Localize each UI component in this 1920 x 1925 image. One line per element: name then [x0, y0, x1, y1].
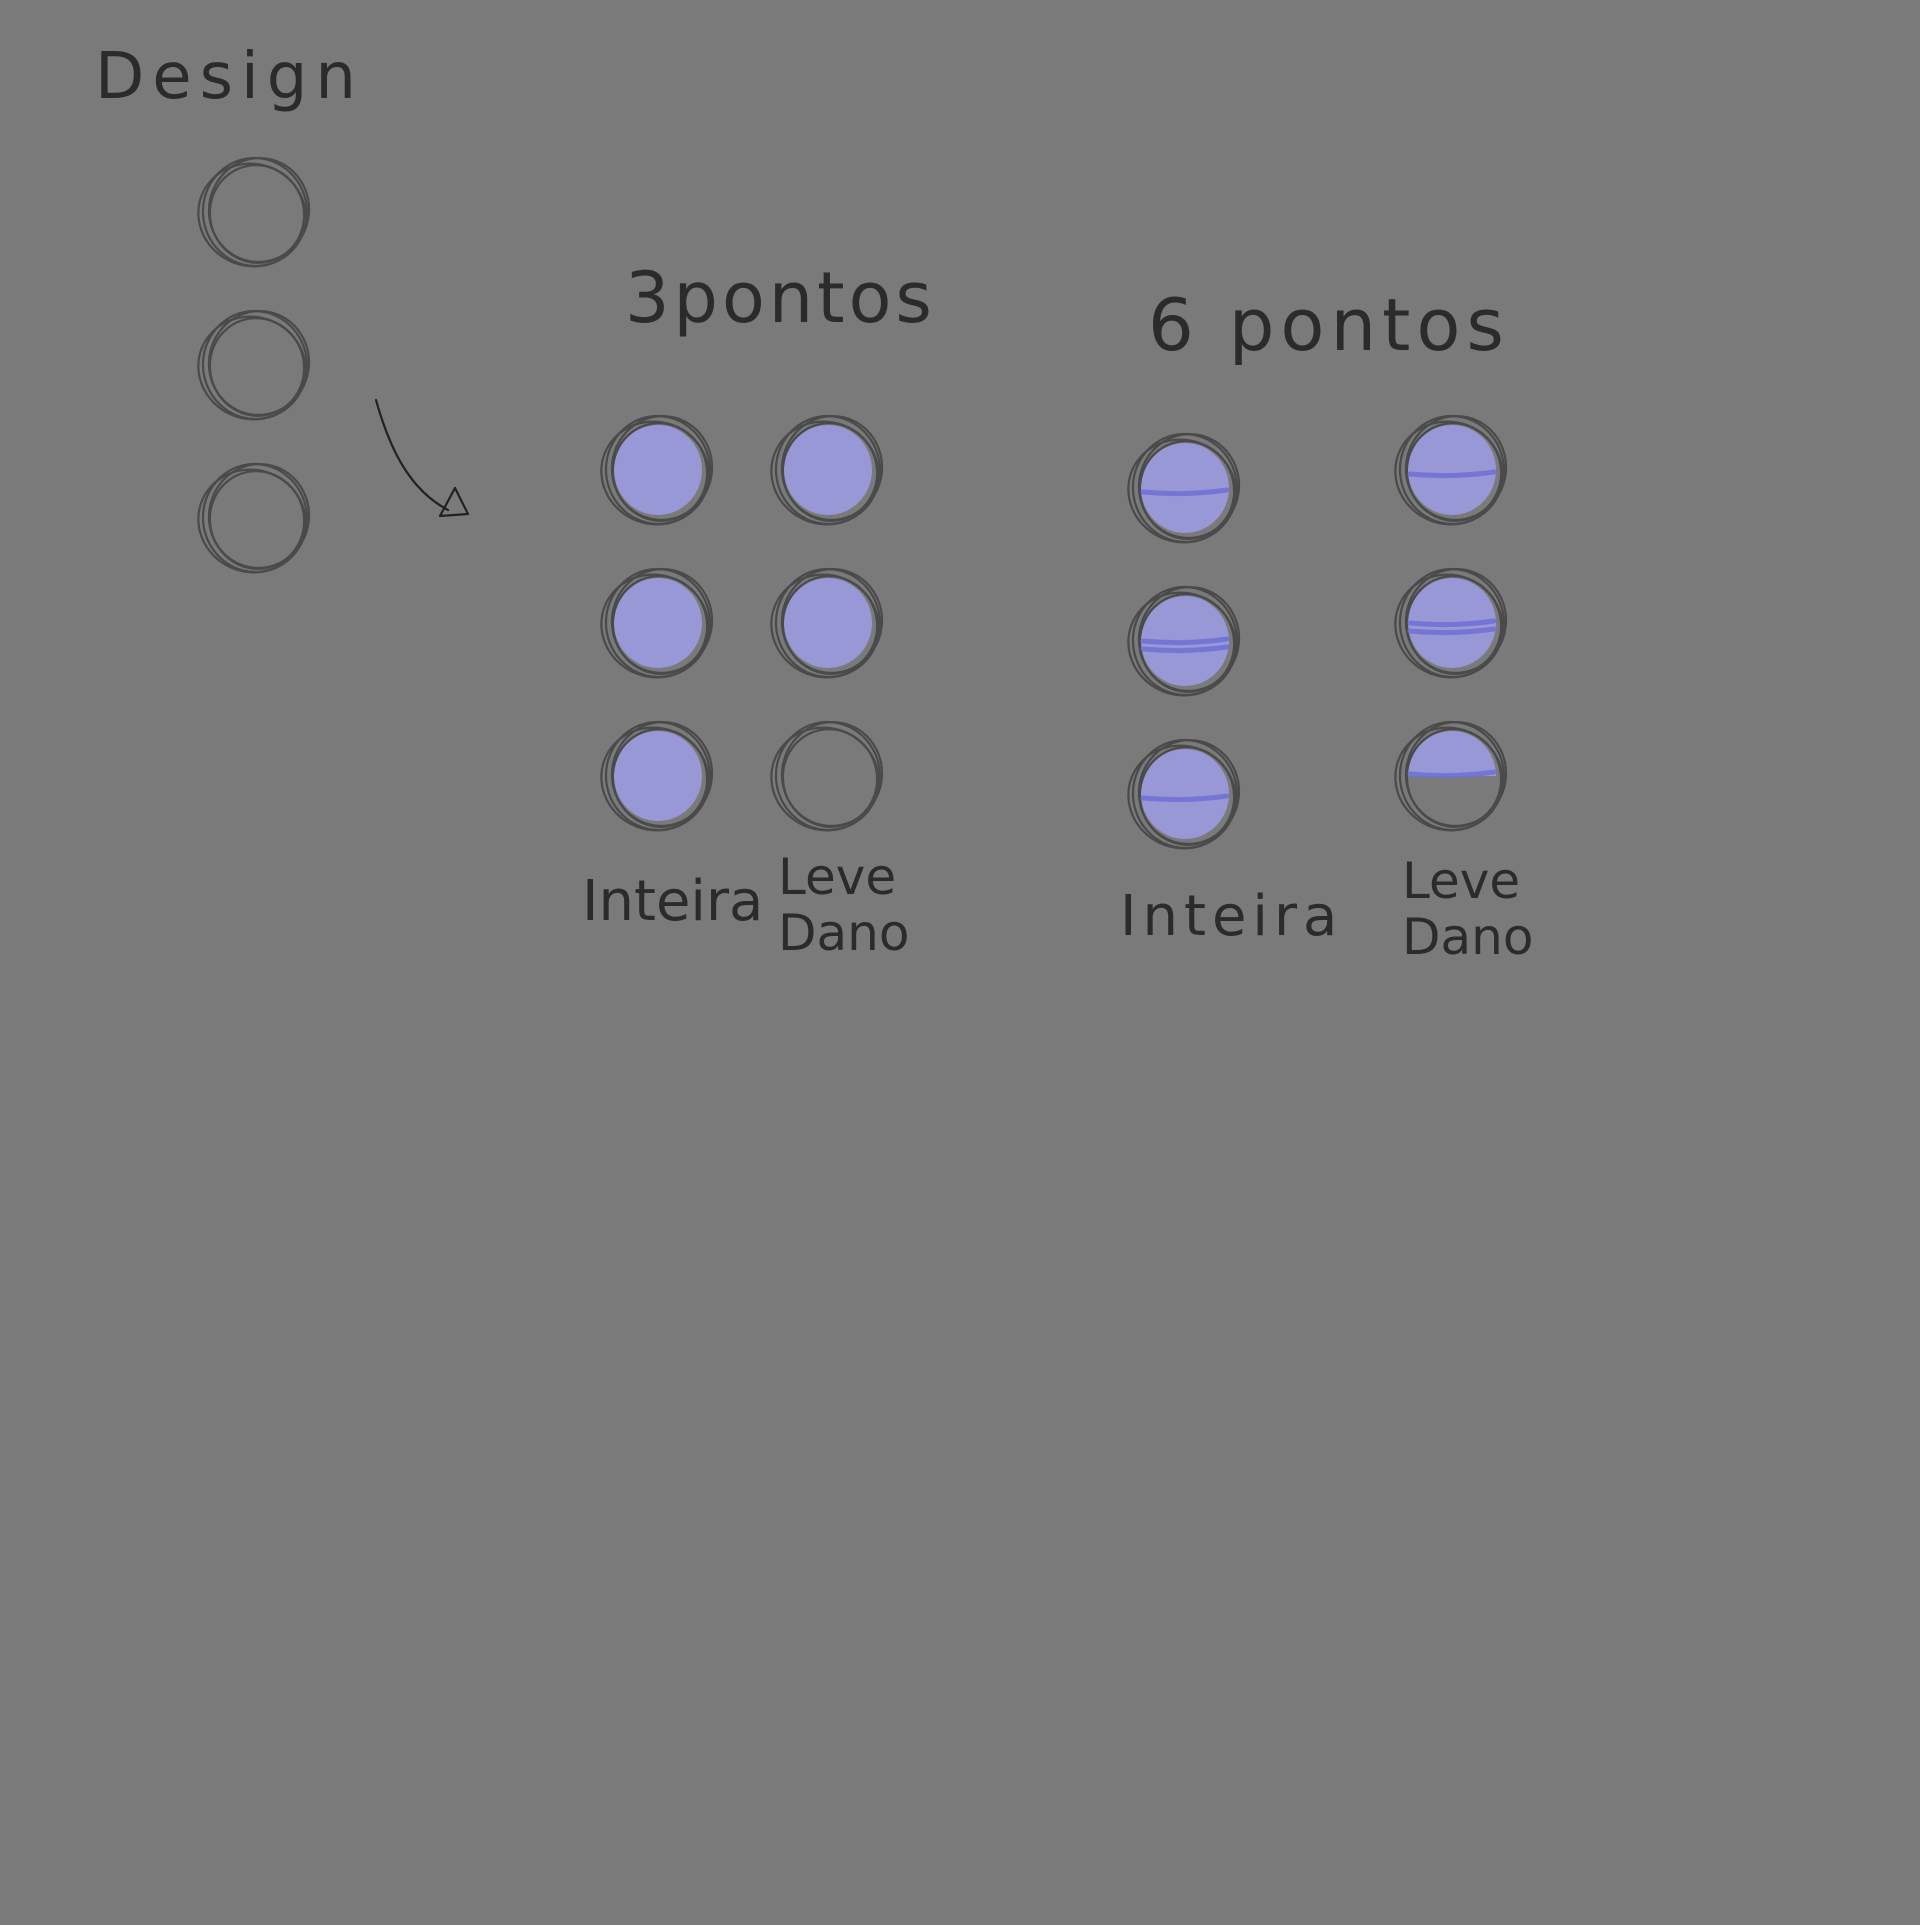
dot-half	[1394, 720, 1508, 832]
dot-full	[600, 414, 714, 526]
half-mark	[1407, 769, 1497, 779]
group-title: 3pontos	[625, 257, 936, 339]
half-mark	[1140, 487, 1230, 497]
arrow-icon	[374, 398, 470, 518]
dot-full	[600, 720, 714, 832]
column-leve-dano	[770, 414, 884, 832]
column-label: Dano	[1402, 908, 1533, 966]
column-label: Inteira	[582, 869, 763, 934]
half-mark	[1140, 793, 1230, 803]
column-inteira	[600, 414, 714, 832]
column-label: Leve	[1402, 852, 1520, 910]
dot-empty	[197, 156, 311, 268]
half-mark	[1407, 618, 1497, 628]
half-mark	[1140, 636, 1230, 646]
dot-empty	[197, 462, 311, 574]
dot-full	[1394, 414, 1508, 526]
dot-full	[1127, 738, 1241, 850]
half-mark	[1407, 626, 1497, 636]
dot-empty	[197, 309, 311, 421]
design-column	[197, 156, 311, 574]
half-mark	[1407, 469, 1497, 479]
page-title: Design	[95, 40, 364, 114]
dot-full	[600, 567, 714, 679]
column-leve-dano	[1394, 414, 1508, 832]
group-6pontos: 6 pontos Inteira Leve Dano	[1120, 283, 1533, 966]
column-label: Leve	[778, 848, 896, 906]
group-title: 6 pontos	[1148, 283, 1510, 367]
group-3pontos: 3pontos Inteira Leve Dano	[582, 257, 936, 962]
dot-full	[770, 567, 884, 679]
column-label: Inteira	[1120, 884, 1343, 949]
half-mark	[1140, 644, 1230, 654]
column-inteira	[1127, 432, 1241, 850]
dot-empty	[770, 720, 884, 832]
dot-full	[1127, 432, 1241, 544]
dot-full	[770, 414, 884, 526]
column-label: Dano	[778, 904, 909, 962]
